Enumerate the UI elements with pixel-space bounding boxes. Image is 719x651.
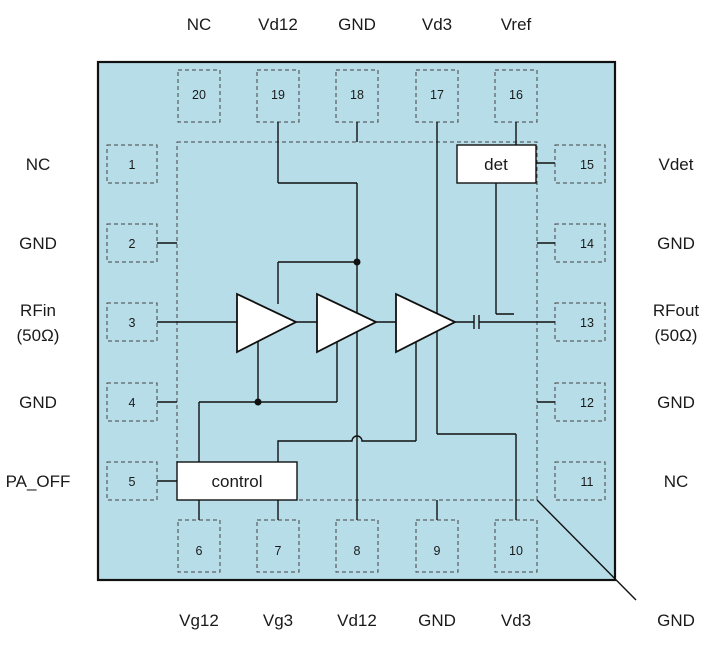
pin-number-6: 6 xyxy=(196,544,203,558)
pin-name-14: GND xyxy=(657,234,695,253)
pin-number-14: 14 xyxy=(580,237,594,251)
pin-number-16: 16 xyxy=(509,88,523,102)
pin-name-10: Vd3 xyxy=(501,611,531,630)
amplifier-stage-3 xyxy=(395,292,458,354)
pin-name-16: Vref xyxy=(501,15,532,34)
pin-number-13: 13 xyxy=(580,316,594,330)
pin-number-1: 1 xyxy=(129,158,136,172)
amplifier-stage-2 xyxy=(316,292,379,354)
det-block-label: det xyxy=(484,155,508,174)
pin-number-10: 10 xyxy=(509,544,523,558)
control-block xyxy=(176,461,298,501)
pad-1 xyxy=(106,144,158,184)
pin-name-17: Vd3 xyxy=(422,15,452,34)
pin-number-8: 8 xyxy=(354,544,361,558)
junction-dot xyxy=(254,398,262,406)
circuit-wiring xyxy=(157,122,637,601)
pin-name-18: GND xyxy=(338,15,376,34)
pin-name-11: NC xyxy=(664,472,689,491)
paddle-gnd-label: GND xyxy=(657,611,695,630)
pin-name-8: Vd12 xyxy=(337,611,377,630)
pin-name-19: Vd12 xyxy=(258,15,298,34)
pin-name-3: RFin xyxy=(20,301,56,320)
pin-name-7: Vg3 xyxy=(263,611,293,630)
pad-4 xyxy=(106,382,158,422)
pin-name-6: Vg12 xyxy=(179,611,219,630)
pin-number-18: 18 xyxy=(350,88,364,102)
pin-name-2: GND xyxy=(19,234,57,253)
pin-name-15: Vdet xyxy=(659,155,694,174)
junction-dot xyxy=(353,258,361,266)
pad-3 xyxy=(106,302,158,342)
pin-name-13-impedance: (50Ω) xyxy=(655,326,698,345)
pad-20 xyxy=(177,69,221,123)
pin-number-7: 7 xyxy=(275,544,282,558)
pin-name-12: GND xyxy=(657,393,695,412)
det-block xyxy=(456,144,537,184)
pin-number-15: 15 xyxy=(580,158,594,172)
pin-name-4: GND xyxy=(19,393,57,412)
pin-number-17: 17 xyxy=(430,88,444,102)
pin-name-20: NC xyxy=(187,15,212,34)
pin-name-5: PA_OFF xyxy=(6,472,71,491)
pin-number-4: 4 xyxy=(129,396,136,410)
pad-15 xyxy=(554,144,606,184)
pin-name-1: NC xyxy=(26,155,51,174)
pin-number-11: 11 xyxy=(581,475,594,489)
pin-number-19: 19 xyxy=(271,88,285,102)
pin-number-9: 9 xyxy=(434,544,441,558)
pin-name-9: GND xyxy=(418,611,456,630)
pad-11 xyxy=(554,461,606,501)
control-block-label: control xyxy=(211,472,262,491)
amplifier-stage-1 xyxy=(236,292,299,354)
pin-number-2: 2 xyxy=(129,237,136,251)
pin-number-5: 5 xyxy=(129,475,136,489)
pin-number-12: 12 xyxy=(580,396,594,410)
pad-5 xyxy=(106,461,158,501)
pad-2 xyxy=(106,223,158,263)
pin-name-13: RFout xyxy=(653,301,700,320)
pin-number-20: 20 xyxy=(192,88,206,102)
pin-name-3-impedance: (50Ω) xyxy=(17,326,60,345)
pin-number-3: 3 xyxy=(129,316,136,330)
